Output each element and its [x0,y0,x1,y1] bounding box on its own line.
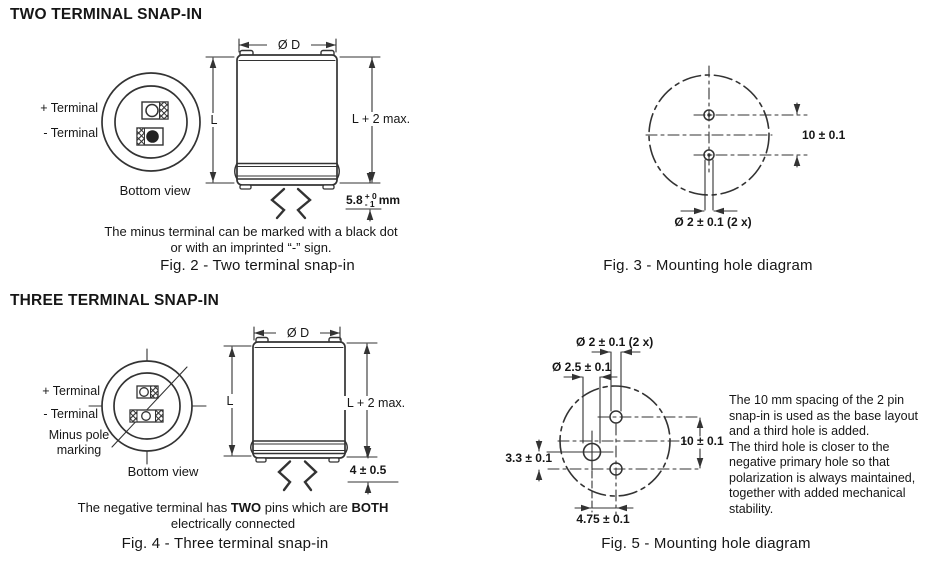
fig2-note: The minus terminal can be marked with a … [66,224,436,255]
fig2-overall-dim-label: L + 2 max. [349,112,413,126]
fig2-side-view-drawing [234,49,340,220]
fig5-hole25-dim-label: Ø 2.5 ± 0.1 [552,360,612,374]
fig4-note-line2: electrically connected [170,515,296,531]
fig5-description-text: The 10 mm spacing of the 2 pin snap-in i… [729,393,919,516]
fig4-plus-terminal-label: + Terminal [42,384,100,398]
fig2-note-line2: or with an imprinted “-” sign. [170,239,332,255]
fig5-mounting-hole-drawing [535,348,704,515]
fig2-pin-tol-minus: - 1 [364,199,375,209]
fig3-hole-diameter-dim-label: Ø 2 ± 0.1 (2 x) [674,215,752,229]
fig4-length-dim-label: L [220,394,240,408]
fig4-note-line1: The negative terminal has TWO pins which… [77,500,389,515]
section-heading-three-terminal: THREE TERMINAL SNAP-IN [10,292,220,309]
fig2-diameter-dim-label: Ø D [267,38,311,52]
fig4-side-view-drawing [250,336,348,492]
fig5-spacing-dim-label: 10 ± 0.1 [680,434,724,448]
fig2-pin-length-tolerance: + 0 - 1 [364,191,377,209]
fig4-note: The negative terminal has TWO pins which… [40,500,426,531]
fig4-diameter-dim-label: Ø D [276,326,320,340]
fig4-pin-length-dim-label: 4 ± 0.5 [349,463,387,477]
fig2-caption: Fig. 2 - Two terminal snap-in [160,257,355,274]
fig4-minus-terminal-label: - Terminal [43,407,98,421]
fig2-pin-length-dim-label: 5.8 + 0 - 1 mm [346,191,401,209]
fig5-caption: Fig. 5 - Mounting hole diagram [601,535,811,552]
section-heading-two-terminal: TWO TERMINAL SNAP-IN [10,6,203,23]
fig5-vertical-offset-dim-label: 3.3 ± 0.1 [505,451,552,465]
fig2-pin-length-unit: mm [378,193,401,207]
fig4-bottom-view-label: Bottom view [127,464,199,479]
fig4-minus-pole-marking-label: Minus pole marking [48,428,110,457]
fig3-mounting-hole-drawing [645,65,808,215]
fig4-bottom-view-drawing [88,348,207,465]
fig2-bottom-view-label: Bottom view [119,183,191,198]
fig2-length-dim-label: L [204,113,224,127]
fig3-caption: Fig. 3 - Mounting hole diagram [603,257,813,274]
fig2-minus-terminal-label: - Terminal [43,126,98,140]
fig2-bottom-view-drawing [101,72,201,172]
fig2-pin-length-value: 5.8 [346,193,363,207]
fig3-spacing-dim-label: 10 ± 0.1 [802,128,846,142]
fig2-note-line1: The minus terminal can be marked with a … [104,224,398,239]
fig4-caption: Fig. 4 - Three terminal snap-in [121,535,329,552]
fig5-hole2-dim-label: Ø 2 ± 0.1 (2 x) [576,335,654,349]
fig2-pin-tol-plus: + 0 [364,191,377,201]
fig2-plus-terminal-label: + Terminal [40,101,98,115]
fig4-overall-dim-label: L + 2 max. [344,396,408,410]
fig5-horizontal-offset-dim-label: 4.75 ± 0.1 [576,512,630,526]
